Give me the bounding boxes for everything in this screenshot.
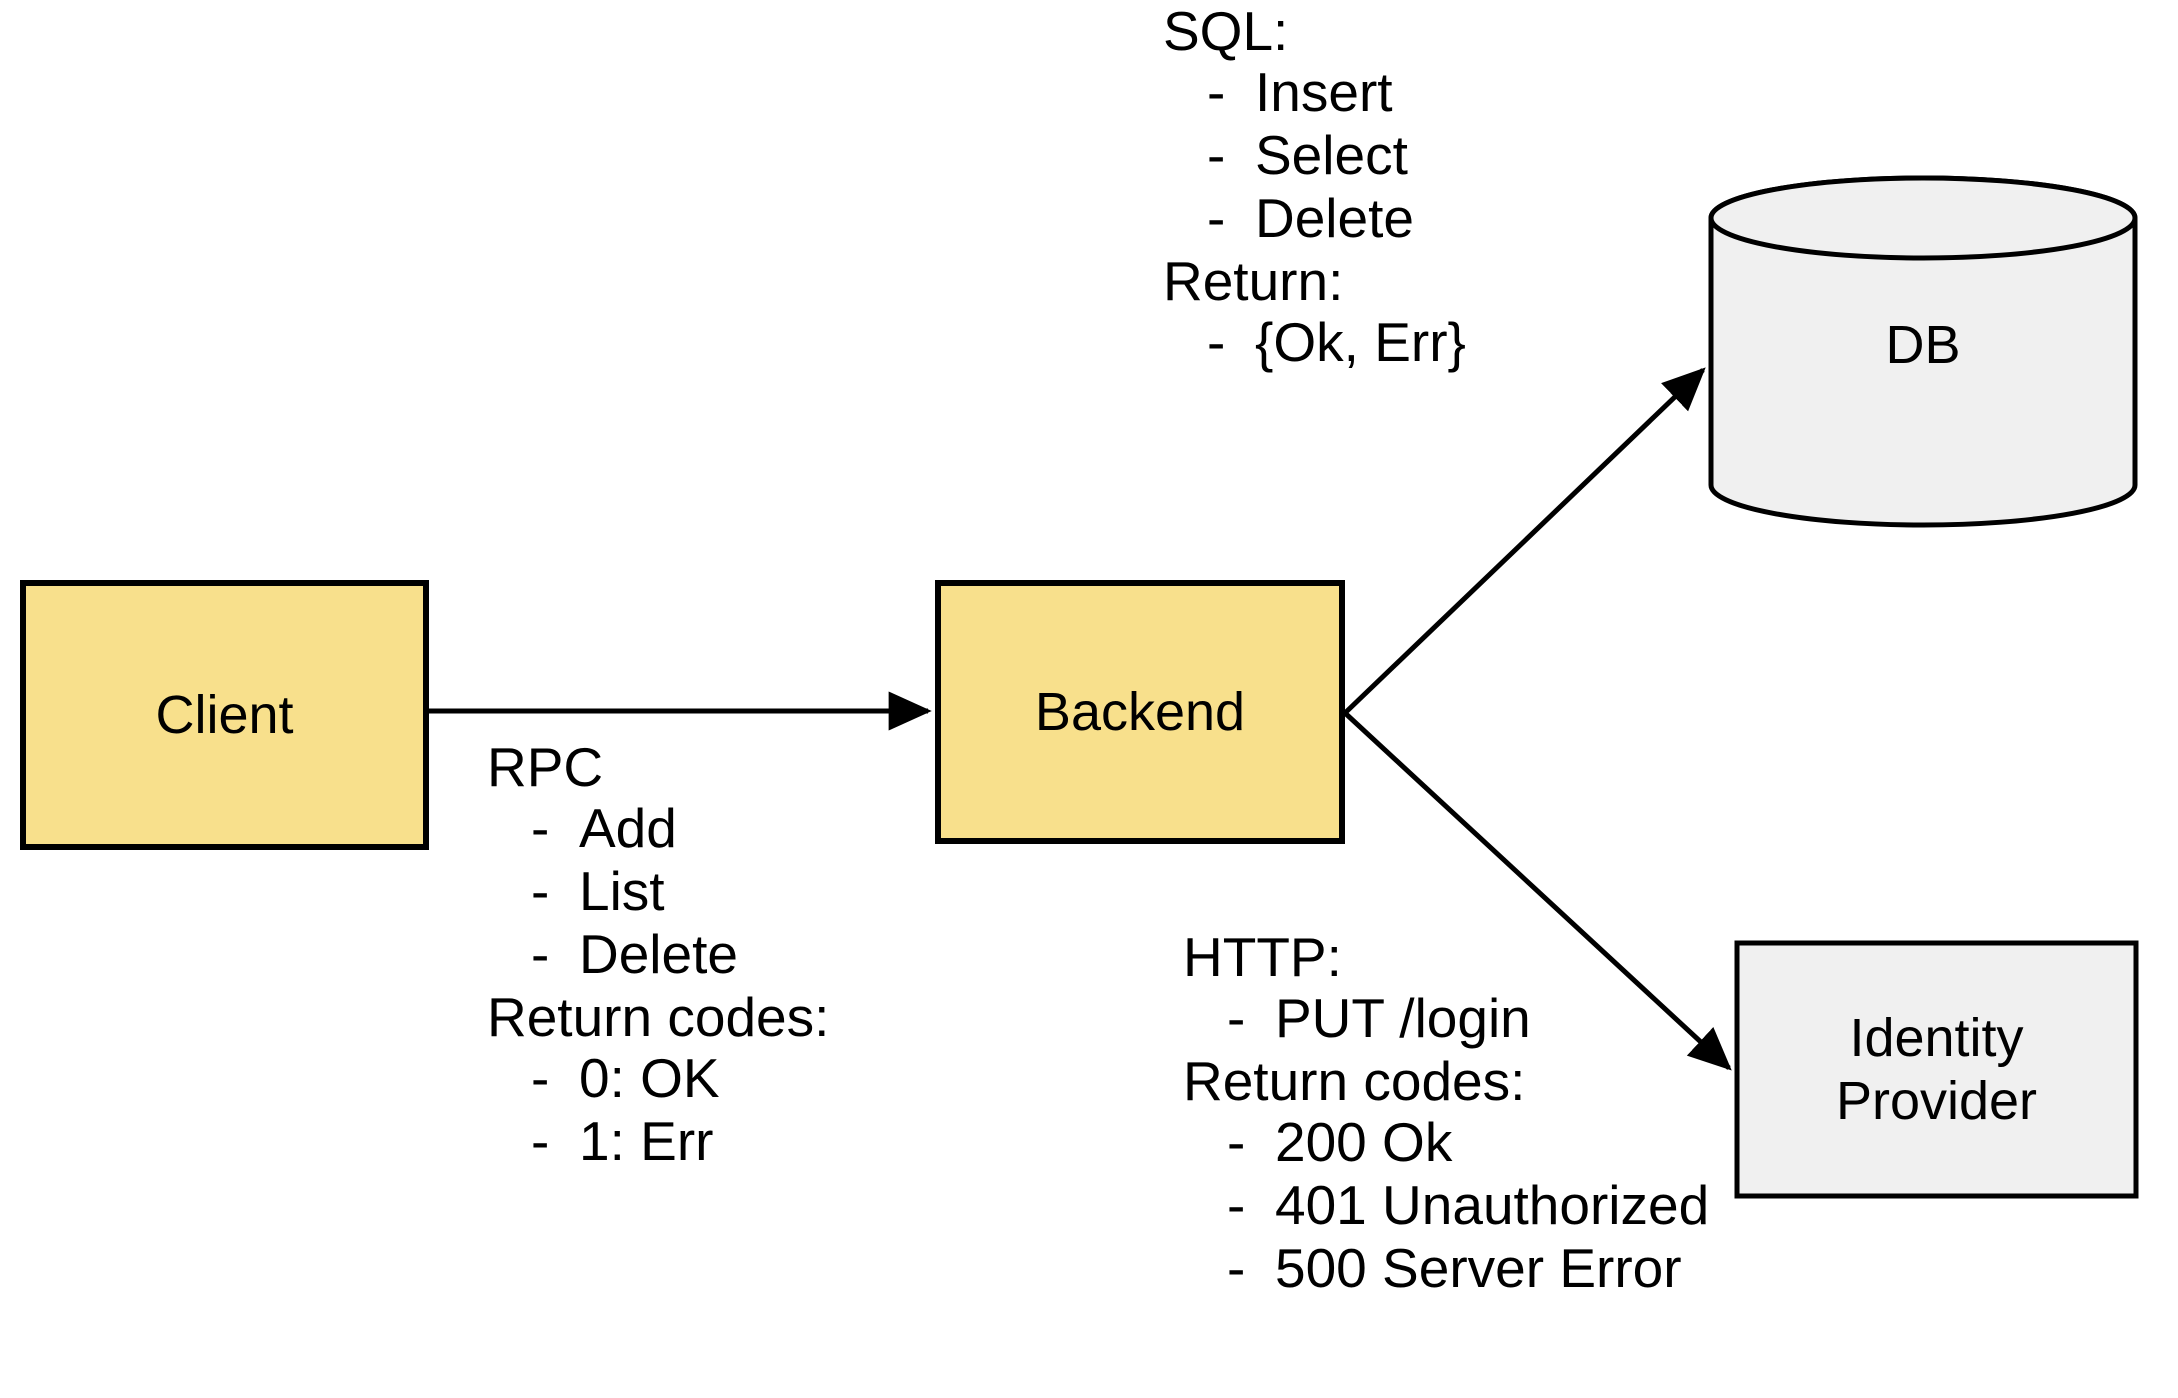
annotation-sql-item-2: Delete [1255,187,1414,249]
bullet-dash-icon: - [1207,311,1226,373]
node-db-cylinder-top [1708,175,2138,261]
annotation-rpc-item-0: Add [579,797,677,859]
annotation-http-items: - PUT /login [1183,991,1709,1046]
annotation-sql: SQL: - Insert - Select - Delete Return: … [1163,4,1466,378]
annotation-rpc-items: - Add - List - Delete [487,801,829,982]
list-item: - Insert [1163,65,1466,120]
annotation-http-item-0: PUT /login [1275,987,1531,1049]
node-client-shape[interactable] [20,580,429,850]
bullet-dash-icon: - [531,797,550,859]
bullet-dash-icon: - [1227,1111,1246,1173]
list-item: - 0: OK [487,1051,829,1106]
bullet-dash-icon: - [531,923,550,985]
list-item: - List [487,864,829,919]
annotation-http-heading: HTTP: [1183,926,1342,988]
edge-backend-to-db [1343,367,1706,715]
annotation-rpc-item-2: Delete [579,923,738,985]
annotation-http-sub-items: - 200 Ok - 401 Unauthorized - 500 Server… [1183,1115,1709,1296]
list-item: - 1: Err [487,1114,829,1169]
annotation-rpc-sub-item-1: 1: Err [579,1110,714,1172]
annotation-rpc-heading: RPC [487,736,604,798]
annotation-sql-sub-item-0: {Ok, Err} [1255,311,1466,373]
annotation-http: HTTP: - PUT /login Return codes: - 200 O… [1183,930,1709,1304]
annotation-rpc: RPC - Add - List - Delete Return codes: … [487,740,829,1177]
list-item: - {Ok, Err} [1163,315,1466,370]
annotation-rpc-sub-item-0: 0: OK [579,1047,720,1109]
list-item: - Add [487,801,829,856]
annotation-http-sub-heading: Return codes: [1183,1050,1526,1112]
list-item: - Select [1163,128,1466,183]
list-item: - 200 Ok [1183,1115,1709,1170]
annotation-sql-item-0: Insert [1255,61,1393,123]
annotation-sql-sub-items: - {Ok, Err} [1163,315,1466,370]
list-item: - Delete [487,927,829,982]
annotation-http-sub-item-2: 500 Server Error [1275,1237,1682,1299]
bullet-dash-icon: - [1227,987,1246,1049]
annotation-rpc-sub-items: - 0: OK - 1: Err [487,1051,829,1169]
annotation-http-sub-item-0: 200 Ok [1275,1111,1453,1173]
annotation-rpc-sub-heading: Return codes: [487,986,830,1048]
bullet-dash-icon: - [531,1047,550,1109]
list-item: - 401 Unauthorized [1183,1178,1709,1233]
bullet-dash-icon: - [531,1110,550,1172]
bullet-dash-icon: - [1207,61,1226,123]
annotation-sql-item-1: Select [1255,124,1408,186]
annotation-http-sub-item-1: 401 Unauthorized [1275,1174,1710,1236]
edge-backend-to-identity-provider [1343,711,1732,1071]
bullet-dash-icon: - [531,860,550,922]
annotation-sql-heading: SQL: [1163,0,1289,62]
list-item: - PUT /login [1183,991,1709,1046]
list-item: - 500 Server Error [1183,1241,1709,1296]
bullet-dash-icon: - [1207,187,1226,249]
annotation-sql-sub-heading: Return: [1163,250,1344,312]
bullet-dash-icon: - [1227,1174,1246,1236]
node-backend-shape[interactable] [935,580,1345,844]
bullet-dash-icon: - [1207,124,1226,186]
annotation-sql-items: - Insert - Select - Delete [1163,65,1466,246]
bullet-dash-icon: - [1227,1237,1246,1299]
list-item: - Delete [1163,191,1466,246]
annotation-rpc-item-1: List [579,860,665,922]
node-identity-provider-shape[interactable] [1734,940,2139,1199]
